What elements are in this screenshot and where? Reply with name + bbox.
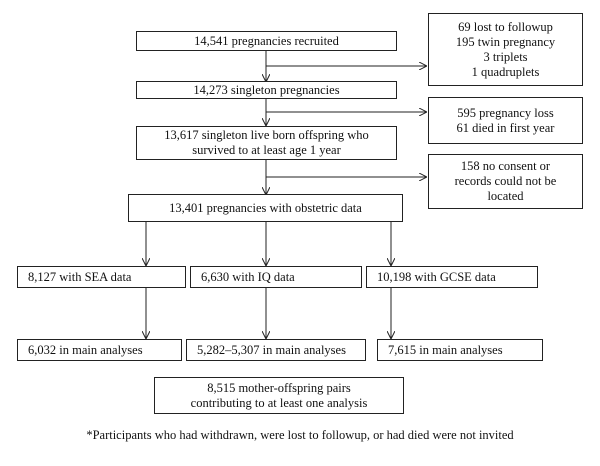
singleton-box: 14,273 singleton pregnancies	[136, 81, 397, 99]
sea-box: 8,127 with SEA data	[17, 266, 186, 288]
exclusion-box-3: 158 no consent or records could not be l…	[428, 154, 583, 209]
iq-main-box: 5,282–5,307 in main analyses	[186, 339, 366, 361]
footnote: *Participants who had withdrawn, were lo…	[86, 428, 514, 442]
recruited-box: 14,541 pregnancies recruited	[136, 31, 397, 51]
pairs-box: 8,515 mother-offspring pairs contributin…	[154, 377, 404, 414]
sea-main-box: 6,032 in main analyses	[17, 339, 182, 361]
gcse-box: 10,198 with GCSE data	[366, 266, 538, 288]
iq-box: 6,630 with IQ data	[190, 266, 362, 288]
gcse-main-box: 7,615 in main analyses	[377, 339, 543, 361]
exclusion-box-2: 595 pregnancy loss 61 died in first year	[428, 97, 583, 144]
survived-box: 13,617 singleton live born offspring who…	[136, 126, 397, 160]
exclusion-box-1: 69 lost to followup 195 twin pregnancy 3…	[428, 13, 583, 86]
obstetric-box: 13,401 pregnancies with obstetric data	[128, 194, 403, 222]
